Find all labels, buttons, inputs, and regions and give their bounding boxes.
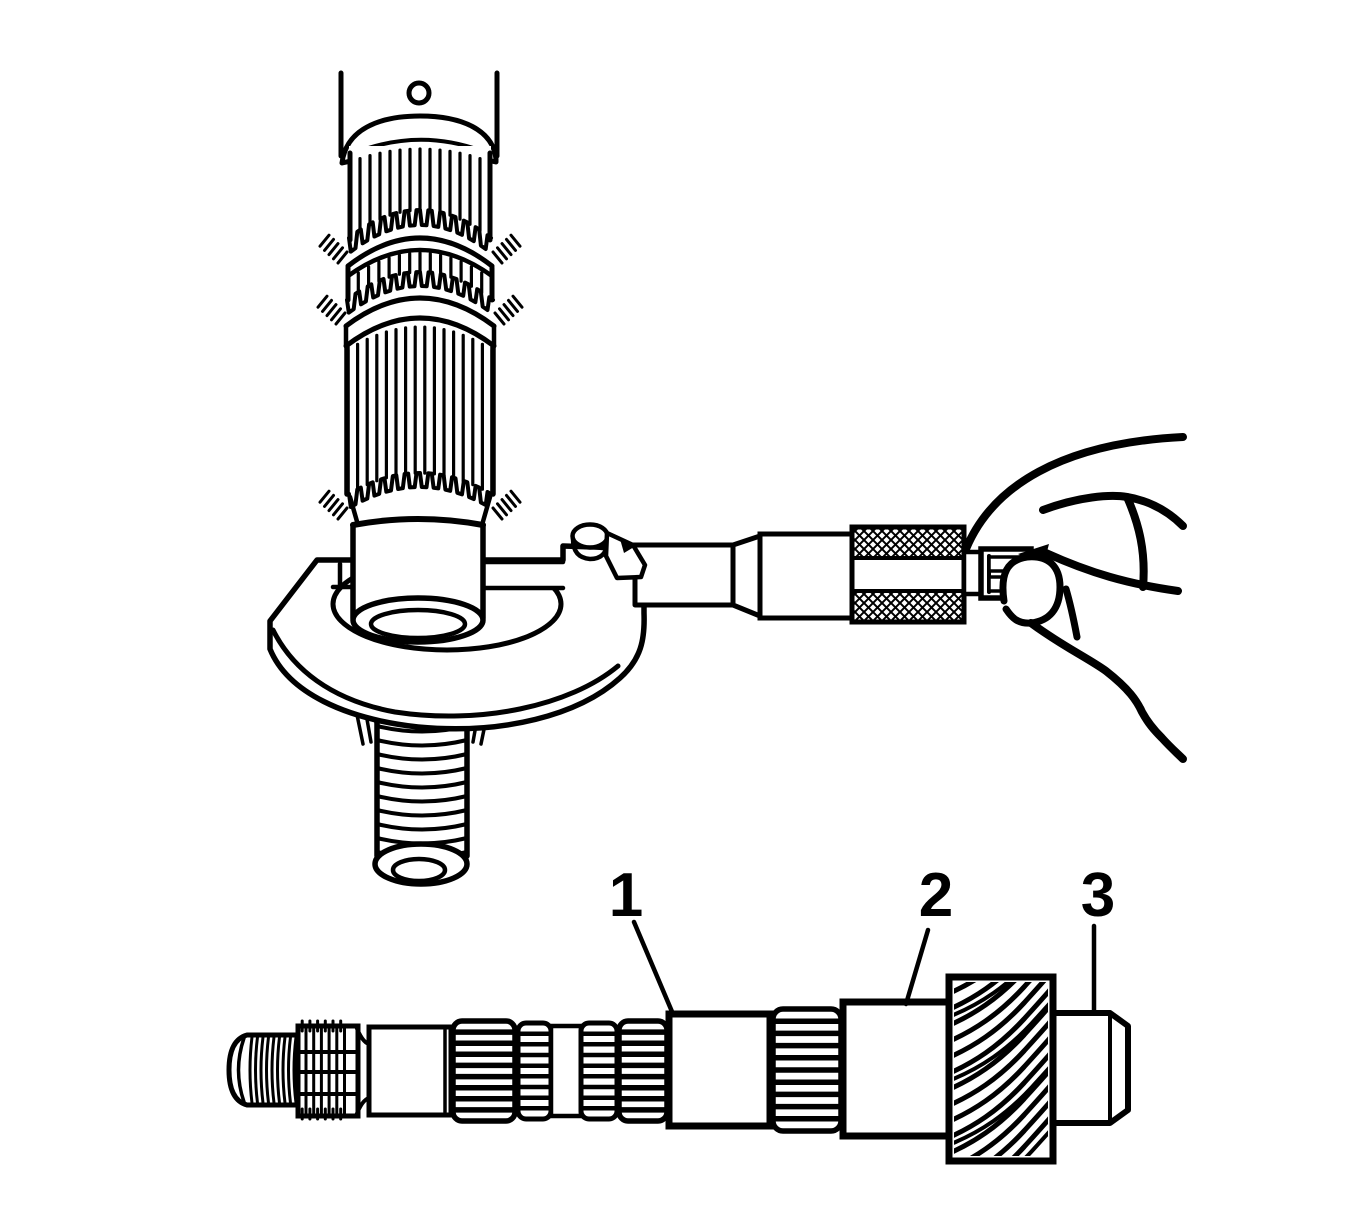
callout-1-label: 1: [609, 861, 643, 930]
threaded-shaft-end-below-frame: [354, 706, 490, 887]
measured-journal: [350, 516, 486, 645]
lower-output-shaft: [226, 973, 1131, 1165]
callout-3-label: 3: [1081, 861, 1115, 930]
callouts: 1 2 3: [609, 861, 1115, 1017]
hand-holding-ratchet: [962, 433, 1187, 763]
micrometer-barrel-thimble-ratchet: [570, 522, 1034, 625]
callout-2-label: 2: [919, 861, 953, 930]
upper-splined-shaft: [316, 70, 524, 528]
